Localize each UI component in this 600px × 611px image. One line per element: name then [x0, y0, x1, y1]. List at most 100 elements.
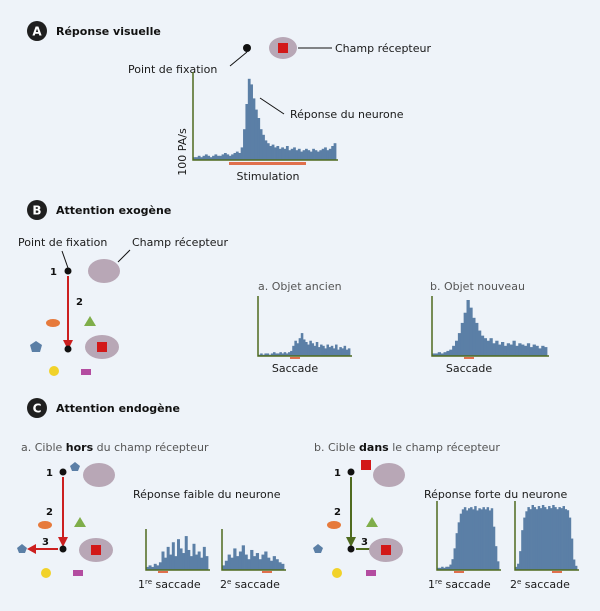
pink-rect-b	[81, 369, 91, 375]
stimulation-label: Stimulation	[237, 170, 300, 183]
histogram-bar	[486, 340, 490, 356]
histogram-bar	[523, 517, 526, 570]
histogram-a	[192, 72, 338, 161]
histogram-bar	[259, 129, 263, 160]
histogram-bar	[233, 153, 237, 160]
histogram-bar	[535, 345, 539, 356]
histogram-bar	[482, 507, 485, 570]
histogram-bar	[492, 526, 496, 570]
histogram-ca-first	[145, 529, 210, 571]
histogram-bar	[463, 507, 467, 570]
histogram-bar	[449, 349, 453, 356]
histogram-bar	[295, 150, 299, 160]
histogram-bar	[179, 548, 183, 570]
histogram-bar	[161, 551, 165, 570]
histogram-bar	[226, 154, 230, 160]
histogram-bar	[319, 150, 323, 160]
histogram-bar	[453, 548, 456, 570]
section-b: B Attention exogène Point de fixation Ch…	[18, 200, 549, 376]
blue-pentagon-cb	[313, 544, 323, 553]
receptive-field-cb-empty	[373, 463, 405, 487]
histogram-bar	[568, 517, 572, 570]
histogram-bar	[264, 140, 268, 160]
histogram-bar	[326, 150, 330, 160]
histogram-bar	[455, 533, 459, 570]
panel-b-label: b. Objet nouveau	[430, 280, 525, 293]
histogram-bar	[484, 509, 487, 570]
histogram-axis	[192, 72, 338, 161]
step-2-cb: 2	[334, 507, 341, 518]
histogram-bar	[307, 344, 310, 356]
histogram-bar	[478, 508, 481, 570]
green-triangle-cb	[366, 517, 378, 527]
histogram-bar	[166, 546, 170, 571]
histogram-bar	[296, 343, 300, 356]
pink-rect-ca	[73, 570, 83, 576]
histogram-bar	[281, 353, 285, 356]
histogram-bar	[272, 352, 276, 356]
badge-c-label: C	[33, 402, 42, 416]
histogram-bar	[564, 509, 568, 570]
histogram-bar	[468, 508, 471, 570]
histogram-bar	[566, 510, 570, 570]
histogram-bar	[298, 338, 302, 356]
step-3-ca: 3	[42, 537, 49, 548]
histogram-bar	[290, 350, 293, 356]
histogram-cb-second	[514, 501, 579, 571]
histogram-bar	[236, 556, 240, 571]
section-c: C Attention endogène a. Cible hors du ch…	[17, 398, 579, 591]
histogram-bar	[264, 353, 267, 356]
histogram-bar	[240, 147, 244, 160]
step-3-cb: 3	[361, 537, 368, 548]
histogram-bar	[320, 344, 323, 356]
histogram-bar	[281, 147, 284, 160]
histogram-bar	[457, 522, 461, 570]
histogram-bar	[270, 353, 274, 356]
histogram-bar	[488, 510, 492, 570]
histogram-bar	[227, 554, 231, 570]
histogram-bar	[200, 157, 203, 160]
histogram-bar	[515, 345, 519, 356]
histogram-bar	[457, 333, 462, 356]
saccade-bar-b-new	[464, 357, 474, 359]
histogram-bar	[512, 340, 516, 356]
histogram-bar	[247, 559, 251, 570]
histogram-bar	[331, 146, 335, 160]
histogram-bar	[501, 342, 505, 356]
histogram-bar	[309, 340, 312, 356]
histogram-bar	[345, 349, 349, 356]
histogram-bar	[437, 352, 442, 356]
histogram-bar	[231, 154, 234, 160]
red-square-cb-top	[361, 460, 371, 470]
histogram-bar	[330, 345, 334, 356]
histogram-bar	[266, 353, 270, 356]
histogram-bar	[543, 507, 547, 570]
histogram-bar	[287, 352, 291, 356]
histogram-bar	[495, 340, 499, 356]
saccade-label-b-old: Saccade	[272, 362, 319, 375]
histogram-bar	[258, 559, 262, 570]
stimulation-bar	[229, 162, 306, 165]
histogram-bar	[339, 347, 342, 356]
histogram-bar	[556, 509, 559, 570]
histogram-bar	[192, 543, 196, 570]
histogram-bar	[483, 338, 488, 356]
histogram-bar	[335, 344, 338, 356]
target-square-ca	[91, 545, 101, 555]
histogram-b-old	[257, 296, 352, 357]
histogram-bar	[238, 153, 242, 160]
histogram-bar	[238, 551, 243, 570]
histogram-bar	[517, 563, 520, 570]
histogram-bar	[169, 554, 173, 570]
receptive-field-ca-empty	[83, 463, 115, 487]
histogram-bar	[214, 154, 218, 160]
histogram-bar	[544, 347, 548, 356]
histogram-bar	[446, 350, 450, 356]
histogram-bar	[574, 565, 578, 570]
histogram-bar	[247, 78, 251, 160]
histogram-bar	[314, 150, 318, 160]
histogram-bar	[195, 157, 199, 160]
histogram-bar	[207, 155, 211, 160]
strong-response-label: Réponse forte du neurone	[424, 488, 567, 501]
histogram-bar	[570, 538, 574, 570]
